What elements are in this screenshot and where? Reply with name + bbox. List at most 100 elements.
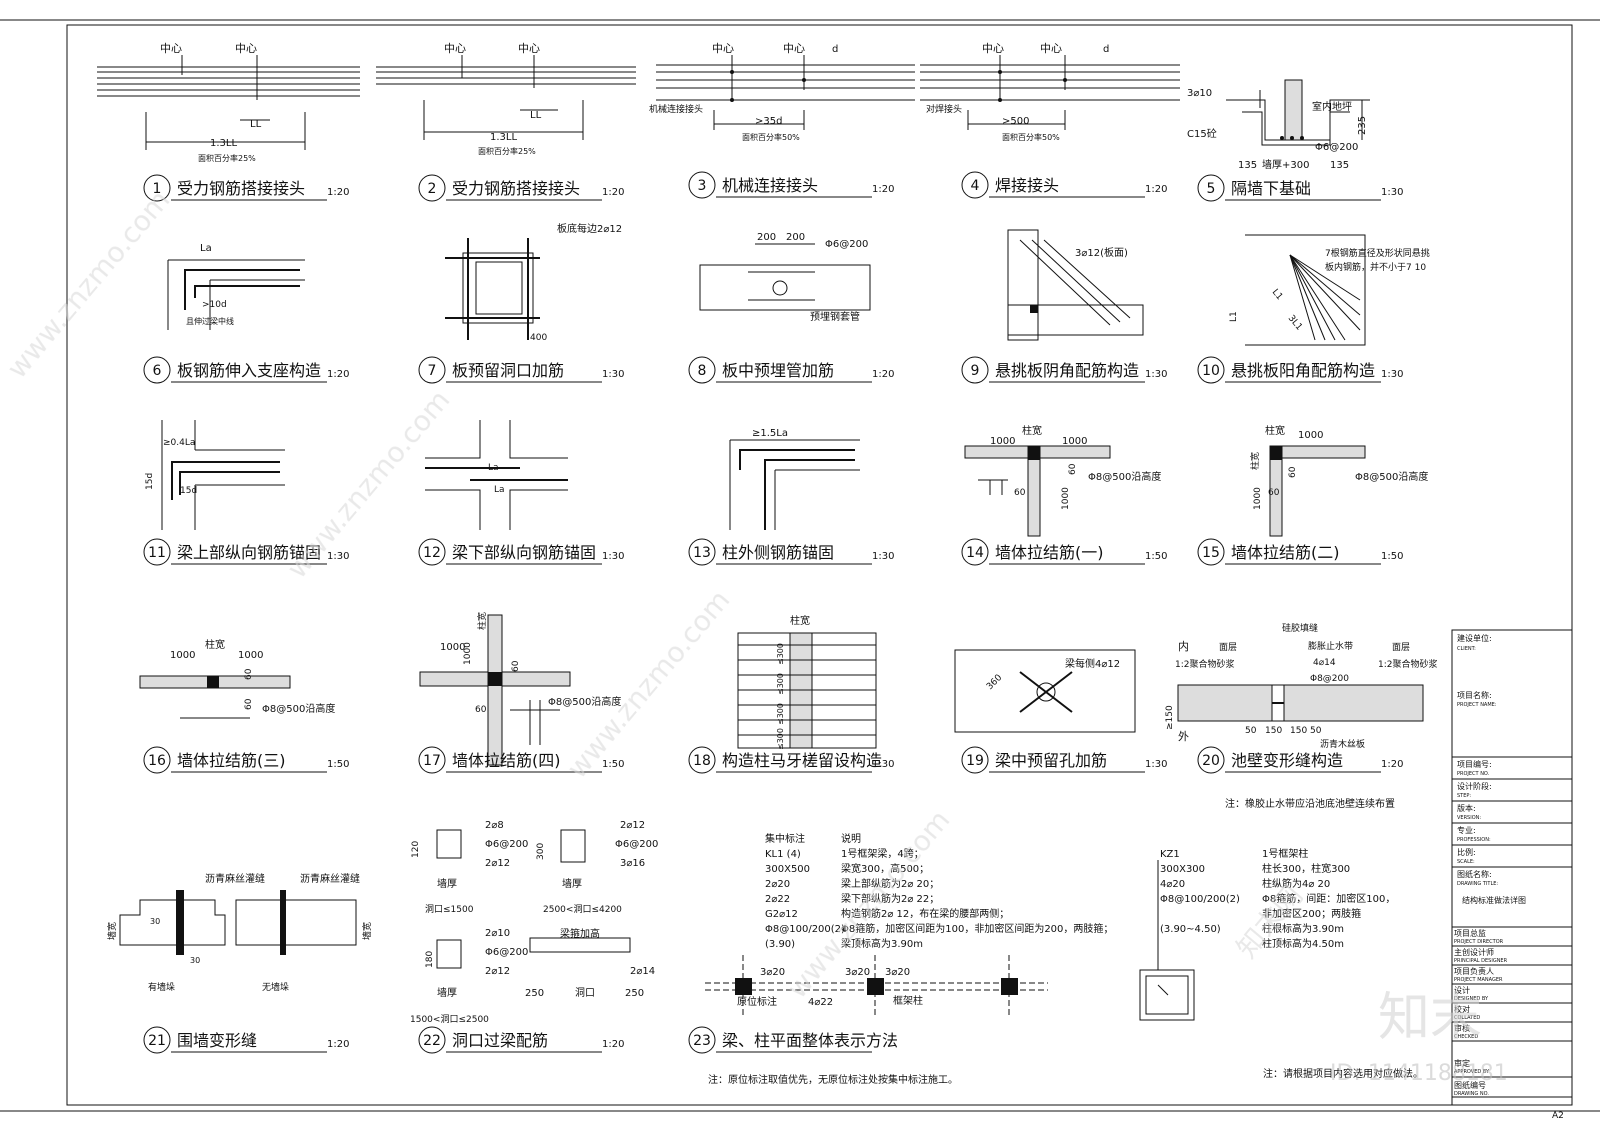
watermark-brand: 知末网 bbox=[1230, 879, 1309, 965]
detail-6-note-beam: 且伸过梁中线 bbox=[186, 316, 234, 326]
detail-title: 受力钢筋搭接接头 bbox=[177, 179, 305, 198]
detail-23-note-top-b: 3⌀20 bbox=[845, 967, 870, 978]
detail-title: 板预留洞口加筋 bbox=[452, 361, 564, 380]
detail-2-note-13ll: 1.3LL bbox=[490, 132, 517, 143]
detail-title: 围墙变形缝 bbox=[177, 1031, 257, 1050]
detail-11-drawing: ≥0.4La 15d 15d bbox=[145, 420, 285, 530]
detail-20-note-face-a: 面层 bbox=[1219, 642, 1237, 653]
detail-number: 1 bbox=[153, 181, 162, 197]
detail-scale: 1:30 bbox=[872, 551, 894, 562]
detail-13-drawing: ≥1.5La bbox=[729, 428, 860, 530]
detail-4-note-ratio: 面积百分率50% bbox=[1002, 132, 1060, 142]
detail-5-note-floor: 室内地坪 bbox=[1312, 100, 1352, 113]
detail-22-note-b4: 300 bbox=[536, 843, 546, 860]
detail-20-note-band: 膨胀止水带 bbox=[1308, 640, 1353, 652]
tb-projno-en: PROJECT NO. bbox=[1457, 771, 1490, 777]
detail-22-note-b1: 2⌀12 bbox=[620, 820, 645, 831]
watermark-id: ID: 1141188181 bbox=[1330, 1061, 1508, 1086]
detail-14-note-60b: 60 bbox=[1014, 488, 1026, 498]
tb-prof-cn: 专业: bbox=[1457, 825, 1476, 835]
detail-1-note-13ll: 1.3LL bbox=[210, 138, 237, 149]
detail-number-circle bbox=[418, 356, 446, 384]
kl-table-r3c0: 2⌀22 bbox=[765, 894, 790, 905]
detail-19-note-360: 360 bbox=[985, 673, 1004, 692]
detail-number-circle bbox=[418, 538, 446, 566]
detail-title: 机械连接接头 bbox=[722, 176, 818, 195]
tb-drawing-title: 结构标准做法详图 bbox=[1462, 895, 1526, 905]
detail-number: 7 bbox=[428, 363, 437, 379]
detail-10-note-l1a: L1 bbox=[1229, 311, 1239, 322]
detail-number-circle bbox=[688, 171, 716, 199]
detail-16-note-60a: 60 bbox=[244, 668, 254, 680]
detail-number-circle bbox=[688, 746, 716, 774]
tb-checked-cn: 审核 bbox=[1454, 1023, 1470, 1033]
detail-title: 板中预埋管加筋 bbox=[722, 361, 834, 380]
detail-4-note-d: d bbox=[1103, 44, 1109, 55]
detail-scale: 1:30 bbox=[1381, 369, 1403, 380]
detail-title: 悬挑板阳角配筋构造 bbox=[1231, 361, 1375, 380]
sheet-bottom-note: 注：请根据项目内容选用对应做法。 bbox=[1263, 1067, 1423, 1080]
detail-22-note-d5: 250 bbox=[625, 988, 644, 999]
detail-22-note-b3: 3⌀16 bbox=[620, 858, 645, 869]
detail-scale: 1:30 bbox=[1145, 369, 1167, 380]
detail-20-note-board: 沥青木丝板 bbox=[1320, 738, 1365, 750]
detail-scale: 1:50 bbox=[602, 759, 624, 770]
detail-3-note-center-a: 中心 bbox=[712, 42, 734, 55]
kz-table-r0c1: 1号框架柱 bbox=[1262, 847, 1308, 860]
watermark-site-1: www.znzmo.com bbox=[0, 183, 176, 384]
detail-4-note-500: >500 bbox=[1002, 116, 1029, 127]
detail-number-circle bbox=[143, 746, 171, 774]
detail-5-note-concrete: C15砼 bbox=[1187, 127, 1217, 140]
detail-number: 5 bbox=[1207, 181, 1216, 197]
detail-title: 墙体拉结筋(二) bbox=[1231, 543, 1340, 562]
detail-21-note-joint-b: 沥青麻丝灌缝 bbox=[300, 872, 360, 885]
detail-22-note-c4: 180 bbox=[425, 951, 435, 968]
detail-4-note-center-a: 中心 bbox=[982, 42, 1004, 55]
detail-scale: 1:30 bbox=[602, 551, 624, 562]
kz-table-r4c1: 非加密区200；两肢箍 bbox=[1262, 907, 1361, 920]
detail-title: 墙体拉结筋(四) bbox=[452, 751, 561, 770]
kl-table-r1c0: 300X500 bbox=[765, 864, 810, 875]
detail-20-note-150a: 150 bbox=[1265, 726, 1282, 736]
kz-table-r1c1: 柱长300，柱宽300 bbox=[1262, 862, 1350, 875]
detail-20-footnote: 注：橡胶止水带应沿池底池壁连续布置 bbox=[1225, 797, 1395, 810]
detail-2-note-ratio: 面积百分率25% bbox=[478, 146, 536, 156]
detail-21-note-pier: 有墙垛 bbox=[148, 981, 175, 993]
tb-client-cn: 建设单位: bbox=[1457, 633, 1492, 643]
detail-13-note-15la: ≥1.5La bbox=[752, 428, 788, 439]
drawing-frame bbox=[66, 24, 1573, 1106]
detail-23-note-top-c: 3⌀20 bbox=[885, 967, 910, 978]
detail-number-circle bbox=[418, 746, 446, 774]
detail-scale: 1:20 bbox=[602, 187, 624, 198]
detail-12-note-la-b: La bbox=[494, 485, 505, 495]
detail-18-note-300a: ≤300 bbox=[776, 643, 785, 665]
detail-number: 12 bbox=[423, 545, 441, 561]
detail-10-note-b: 板内钢筋，并不小于7 10 bbox=[1325, 261, 1426, 273]
detail-title: 受力钢筋搭接接头 bbox=[452, 179, 580, 198]
detail-21-note-30b: 30 bbox=[190, 956, 200, 965]
detail-title: 构造柱马牙槎留设构造 bbox=[722, 751, 882, 770]
detail-20-note-150: ≥150 bbox=[1165, 705, 1175, 730]
detail-8-note-sleeve: 预埋钢套管 bbox=[810, 310, 860, 323]
detail-14-note-1000a: 1000 bbox=[990, 436, 1015, 447]
detail-number: 18 bbox=[693, 753, 711, 769]
detail-20-note-150b: 150 bbox=[1290, 726, 1307, 736]
detail-22-note-d4: 洞口 bbox=[575, 987, 595, 999]
detail-15-note-colb: 柱宽 bbox=[1249, 452, 1261, 470]
detail-22-note-c2: Φ6@200 bbox=[485, 947, 528, 958]
detail-scale: 1:20 bbox=[1145, 184, 1167, 195]
detail-14-note-1000b: 1000 bbox=[1062, 436, 1087, 447]
detail-scale: 1:30 bbox=[327, 551, 349, 562]
detail-14-note-1000c: 1000 bbox=[1061, 487, 1071, 510]
detail-22-note-d3: 250 bbox=[525, 988, 544, 999]
detail-18-note-col: 柱宽 bbox=[790, 614, 810, 627]
detail-15-note-60a: 60 bbox=[1268, 488, 1280, 498]
tb-director-en: PROJECT DIRECTOR bbox=[1454, 939, 1504, 945]
tb-collated-cn: 校对 bbox=[1454, 1004, 1470, 1014]
detail-number: 4 bbox=[971, 178, 980, 194]
tb-client-en: CLIENT: bbox=[1457, 646, 1476, 652]
detail-14-note-60a: 60 bbox=[1068, 463, 1078, 475]
tb-approved-en: APPROVED BY bbox=[1454, 1069, 1490, 1075]
title-block: 建设单位: CLIENT: 项目名称: PROJECT NAME: 项目编号: … bbox=[1451, 629, 1573, 1106]
kl-table-col2-title: 说明 bbox=[841, 832, 861, 845]
